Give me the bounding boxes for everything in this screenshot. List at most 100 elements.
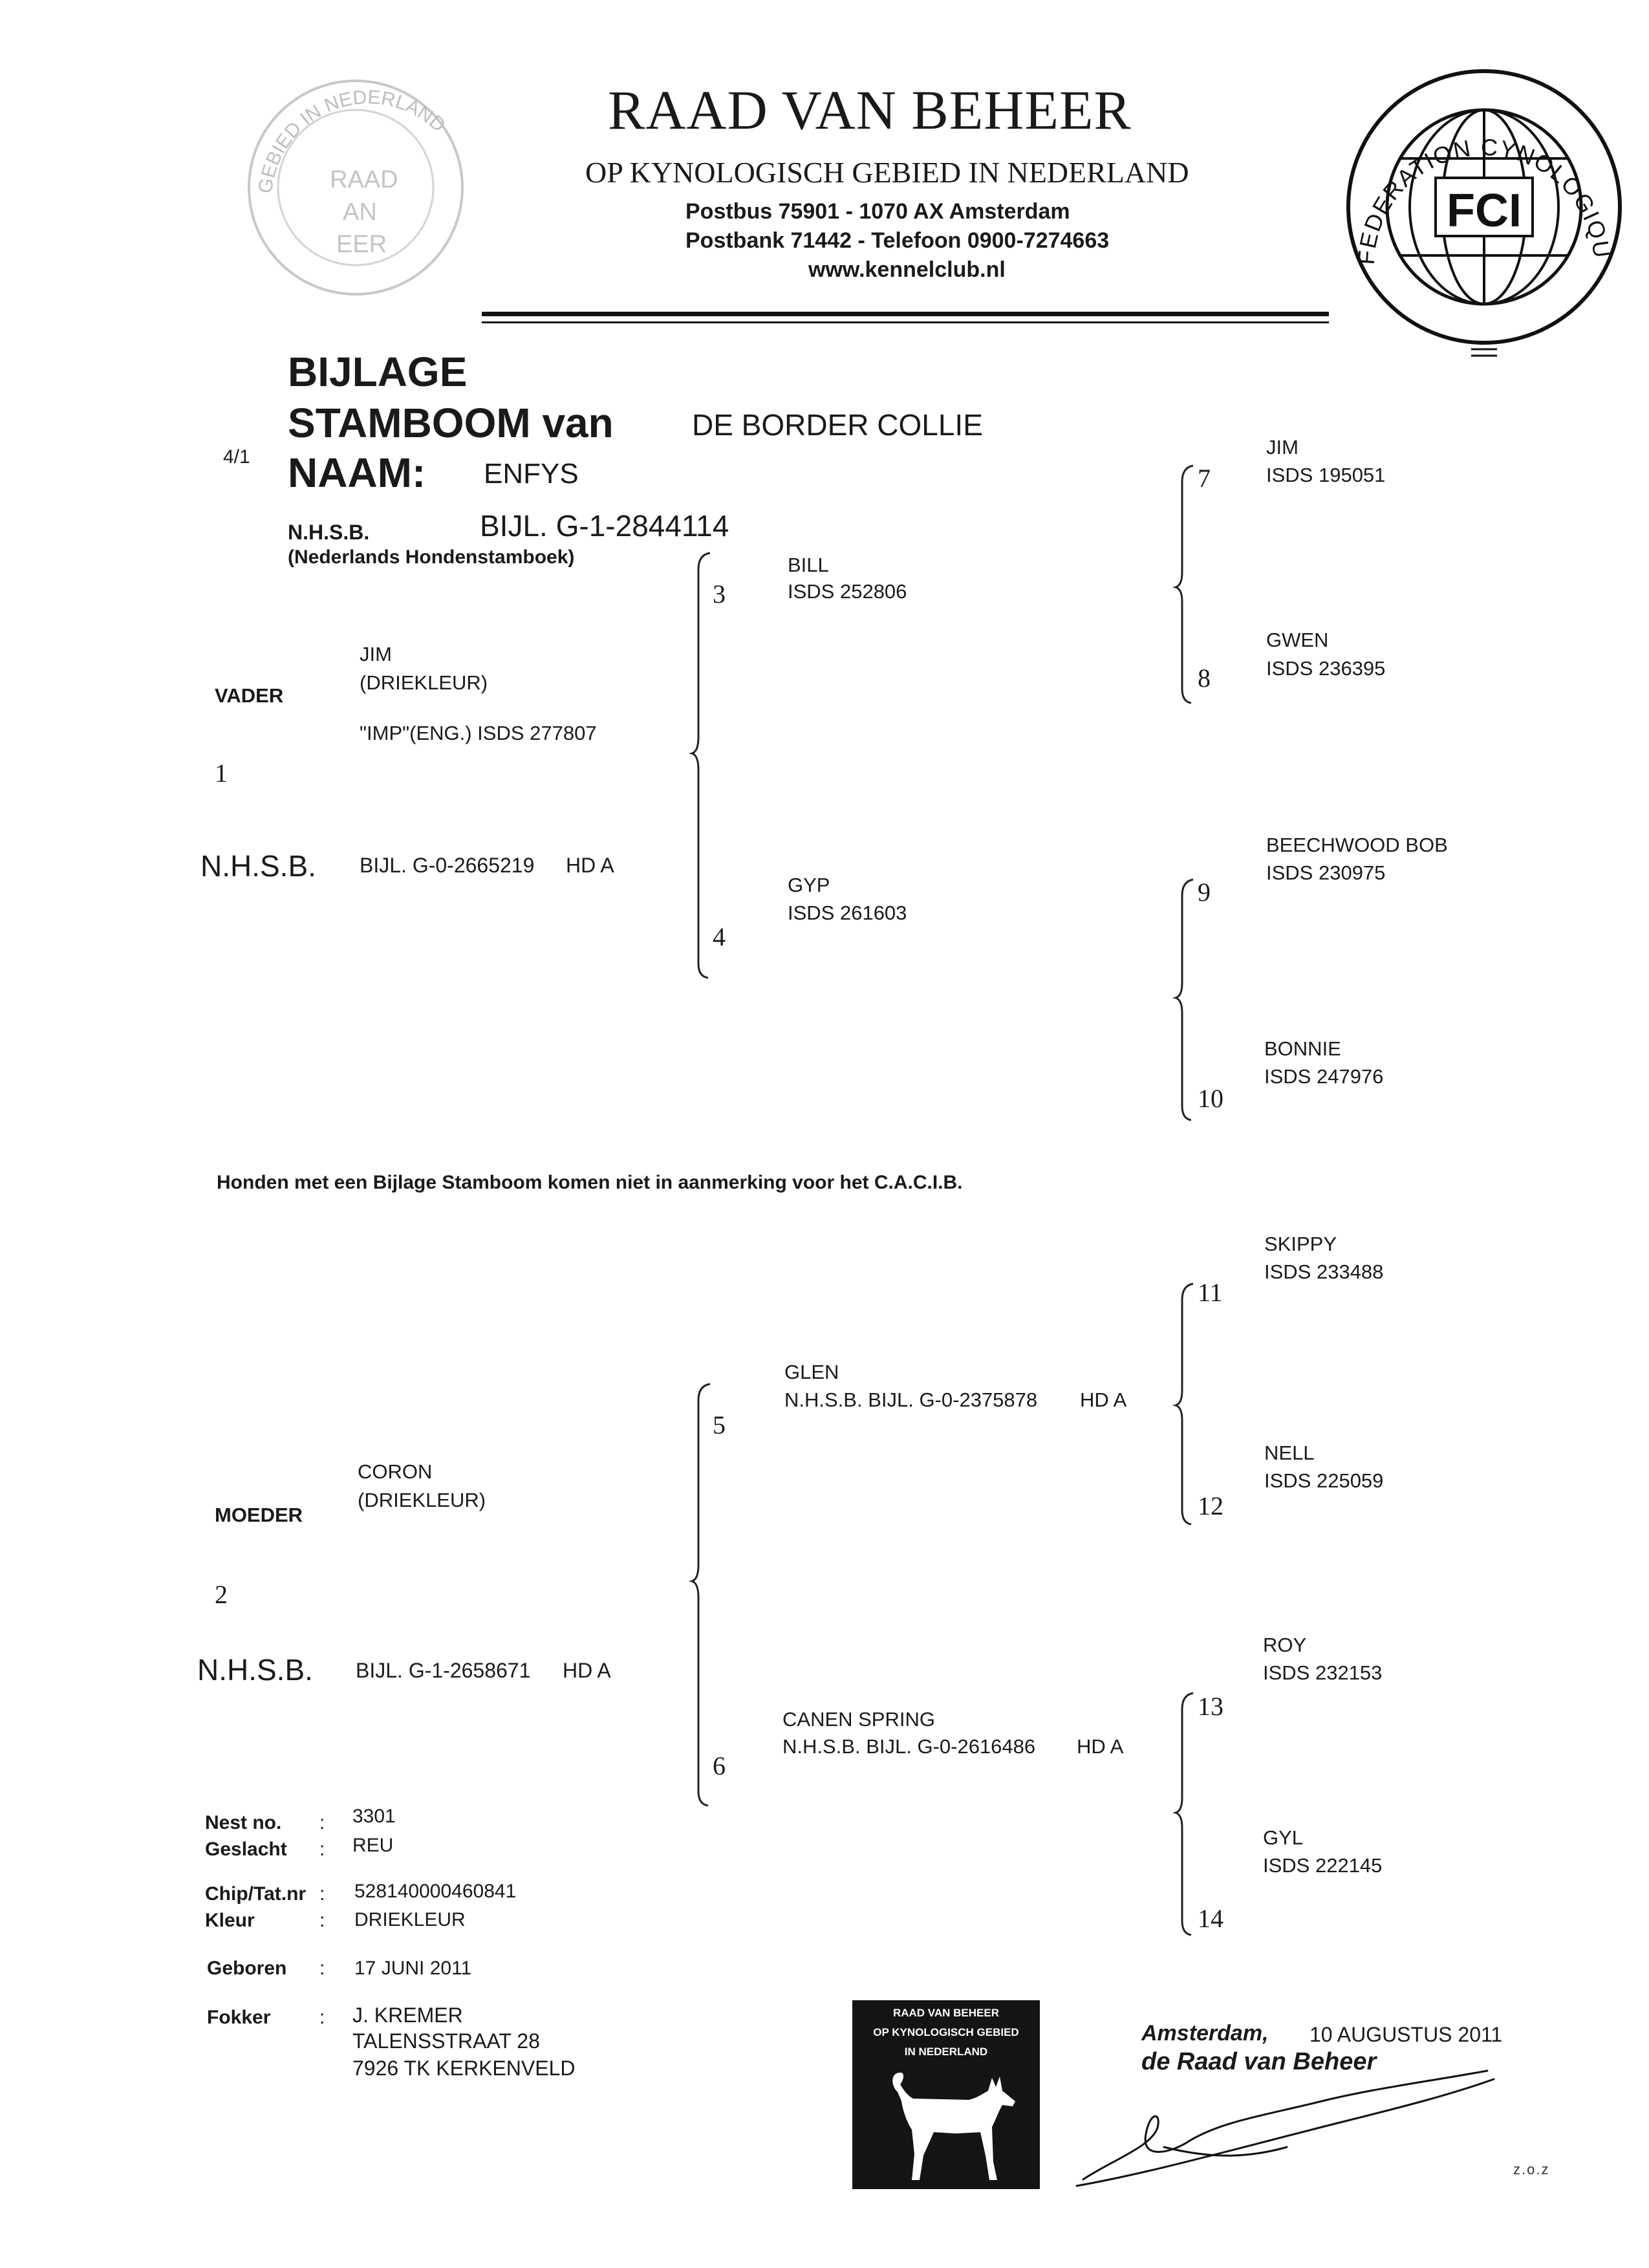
gp-name-4: GYP (788, 874, 830, 896)
gp-hd-5: HD A (1080, 1388, 1127, 1411)
nest-value: 3301 (352, 1806, 396, 1827)
gp-name-3: BILL (788, 554, 829, 576)
gp-number-4: 4 (713, 922, 726, 951)
dog-silhouette-icon (892, 2072, 1015, 2180)
bracket-3-4 (688, 552, 711, 979)
handwritten-signature (1075, 2069, 1495, 2187)
heading-stamboom: STAMBOOM van (288, 400, 614, 446)
footer-zoz: z.o.z (1513, 2161, 1550, 2177)
father-origin: "IMP"(ENG.) ISDS 277807 (360, 722, 597, 744)
gp-reg-6: N.H.S.B. BIJL. G-0-2616486 (782, 1735, 1036, 1758)
gp-name-6: CANEN SPRING (782, 1708, 935, 1731)
name-label: NAAM: (288, 449, 426, 496)
gp-name-5: GLEN (784, 1361, 839, 1383)
org-website: www.kennelclub.nl (808, 257, 1006, 282)
bracket-7-8 (1172, 464, 1194, 704)
ggp-name-14: GYL (1263, 1826, 1304, 1849)
ggp-name-13: ROY (1263, 1634, 1307, 1656)
ggp-number-14: 14 (1198, 1904, 1223, 1933)
ggp-name-8: GWEN (1266, 629, 1329, 651)
ggp-reg-14: ISDS 222145 (1263, 1854, 1383, 1877)
nhsb-full: (Nederlands Hondenstamboek) (288, 546, 575, 568)
gp-reg-3: ISDS 252806 (788, 580, 907, 603)
father-nhsb-label: N.H.S.B. (200, 849, 316, 883)
father-name: JIM (360, 643, 392, 665)
ggp-name-9: BEECHWOOD BOB (1266, 834, 1448, 856)
color-value: DRIEKLEUR (354, 1909, 466, 1930)
signature-org: de Raad van Beheer (1141, 2048, 1377, 2075)
stamp-line-3: EER (336, 231, 387, 258)
ggp-name-10: BONNIE (1264, 1037, 1341, 1060)
ggp-name-11: SKIPPY (1264, 1233, 1337, 1255)
chip-label: Chip/Tat.nr (205, 1883, 307, 1905)
mother-label: MOEDER (215, 1504, 303, 1526)
nhsb-number: BIJL. G-1-2844114 (480, 509, 729, 543)
bracket-9-10 (1172, 878, 1194, 1121)
sex-label: Geslacht (205, 1839, 287, 1860)
logo-line-1: RAAD VAN BEHEER (892, 2007, 1000, 2019)
breeder-label: Fokker (207, 2007, 271, 2028)
gp-reg-5: N.H.S.B. BIJL. G-0-2375878 (784, 1388, 1038, 1411)
stamp-line-2: AN (343, 199, 377, 226)
gp-number-3: 3 (713, 579, 726, 609)
gp-number-5: 5 (713, 1410, 726, 1440)
ggp-number-7: 7 (1198, 464, 1211, 493)
breeder-street: TALENSSTRAAT 28 (352, 2029, 540, 2053)
bracket-11-12 (1172, 1282, 1194, 1526)
breeder-name: J. KREMER (352, 2003, 463, 2027)
signature-date: 10 AUGUSTUS 2011 (1310, 2023, 1503, 2046)
org-phone: Postbank 71442 - Telefoon 0900-7274663 (685, 228, 1110, 253)
ggp-number-11: 11 (1198, 1278, 1223, 1307)
father-reg: BIJL. G-0-2665219 (360, 854, 535, 877)
ggp-reg-7: ISDS 195051 (1266, 464, 1386, 486)
ggp-number-10: 10 (1198, 1084, 1223, 1113)
father-label: VADER (215, 684, 284, 707)
mother-number: 2 (215, 1580, 228, 1609)
mother-nhsb-label: N.H.S.B. (197, 1653, 313, 1687)
fci-center-text: FCI (1447, 185, 1522, 237)
faint-stamp-seal: GEBIED IN NEDERLAND RAAD AN EER (248, 80, 464, 296)
gp-hd-6: HD A (1077, 1735, 1124, 1758)
mother-reg: BIJL. G-1-2658671 (356, 1659, 531, 1682)
ggp-reg-12: ISDS 225059 (1264, 1469, 1384, 1492)
header-rule-thin (482, 321, 1329, 323)
gp-number-6: 6 (713, 1751, 726, 1780)
logo-line-3: IN NEDERLAND (904, 2046, 988, 2058)
nest-label: Nest no. (205, 1812, 282, 1833)
heading-bijlage: BIJLAGE (288, 349, 468, 395)
ggp-reg-10: ISDS 247976 (1264, 1065, 1384, 1088)
org-subtitle: OP KYNOLOGISCH GEBIED IN NEDERLAND (585, 156, 1189, 189)
born-colon: : (319, 1958, 325, 1979)
color-label: Kleur (205, 1910, 255, 1931)
org-title: RAAD VAN BEHEER (608, 79, 1132, 141)
mother-color: (DRIEKLEUR) (358, 1489, 486, 1511)
ggp-number-13: 13 (1198, 1692, 1223, 1721)
nest-colon: : (319, 1812, 325, 1833)
ggp-name-7: JIM (1266, 436, 1299, 459)
page-ref: 4/1 (223, 446, 250, 468)
born-label: Geboren (207, 1958, 287, 1979)
ggp-number-9: 9 (1198, 878, 1211, 907)
gp-reg-4: ISDS 261603 (788, 902, 907, 924)
ggp-reg-9: ISDS 230975 (1266, 861, 1386, 884)
father-number: 1 (215, 759, 228, 788)
mother-hd: HD A (563, 1659, 611, 1682)
born-value: 17 JUNI 2011 (354, 1958, 472, 1979)
raad-logo-box: RAAD VAN BEHEER OP KYNOLOGISCH GEBIED IN… (852, 2000, 1040, 2189)
chip-colon: : (319, 1883, 325, 1905)
header-rule-thick (482, 312, 1329, 316)
breed: DE BORDER COLLIE (692, 408, 983, 442)
sex-colon: : (319, 1839, 325, 1860)
chip-value: 528140000460841 (354, 1881, 517, 1902)
ggp-reg-11: ISDS 233488 (1264, 1260, 1384, 1283)
color-colon: : (319, 1910, 325, 1931)
mother-name: CORON (358, 1460, 433, 1483)
stamp-line-1: RAAD (330, 166, 398, 193)
bracket-5-6 (688, 1383, 711, 1807)
ggp-number-8: 8 (1198, 664, 1211, 693)
cacib-notice: Honden met een Bijlage Stamboom komen ni… (217, 1172, 963, 1193)
fci-logo: FCI FEDERATION CYNOLOGIQUE INTERNATIONAL… (1339, 52, 1622, 357)
signature-place: Amsterdam, (1141, 2021, 1269, 2046)
nhsb-label: N.H.S.B. (288, 521, 370, 544)
